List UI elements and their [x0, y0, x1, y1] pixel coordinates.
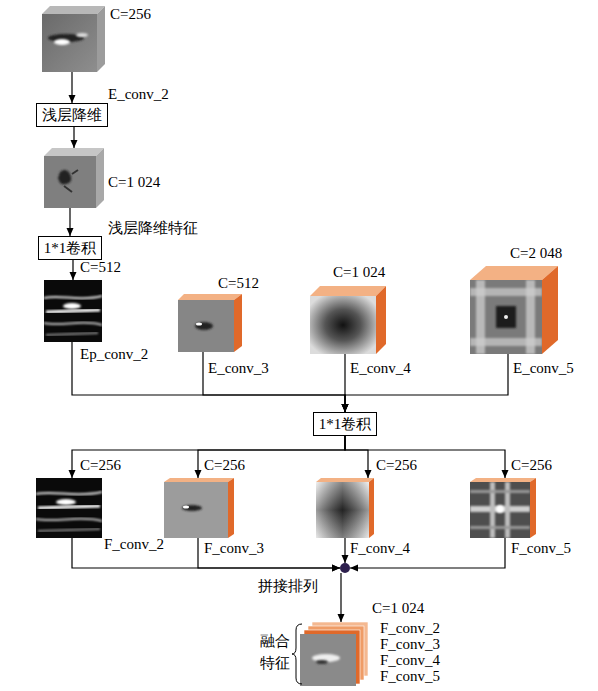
arrow-connector [71, 127, 78, 148]
channel-label: C=256 [110, 6, 151, 22]
arrow-connector [338, 573, 345, 622]
feature-map: C=1 024E_conv_4 [310, 286, 386, 354]
arrow-head [342, 404, 349, 412]
arrow-connector [342, 354, 509, 412]
concat-label: 拼接排列 [258, 578, 318, 594]
arrow-connector [203, 352, 349, 412]
arrow-connector [345, 436, 372, 478]
arrow-head [69, 470, 76, 478]
process-box: 1*1卷积 [313, 412, 378, 436]
feature-cube [316, 478, 374, 538]
channel-label: C=1 024 [372, 600, 424, 616]
fused-stack [300, 622, 368, 686]
feature-cube [310, 286, 386, 354]
arrow-head [69, 95, 76, 103]
box-label: 1*1卷积 [319, 415, 372, 433]
map-label: Ep_conv_2 [80, 346, 148, 362]
arrow-connector [198, 538, 340, 572]
map-label: F_conv_5 [511, 540, 571, 556]
map-label: F_conv_2 [380, 620, 440, 636]
map-label: F_conv_3 [204, 540, 264, 556]
arrow-head [342, 404, 349, 412]
map-label: 浅层降维特征 [108, 220, 198, 236]
feature-cube [164, 478, 234, 538]
map-label: E_conv_5 [513, 360, 574, 376]
channel-label: C=2 048 [510, 245, 562, 261]
bracket [292, 624, 302, 684]
arrow-connector [70, 260, 77, 280]
feature-map: C=256F_conv_2 [36, 478, 102, 538]
feature-map: C=256E_conv_2 [42, 6, 105, 72]
box-label: 1*1卷积 [44, 239, 97, 257]
connector-line [198, 538, 340, 568]
map-label: F_conv_5 [380, 668, 440, 684]
arrow-head [70, 272, 77, 280]
arrow-connector [67, 208, 74, 236]
arrow-head [332, 565, 340, 572]
feature-map: C=256F_conv_5 [470, 478, 536, 538]
fused-feature: C=1 024融合 特征F_conv_2F_conv_3F_conv_4F_co… [300, 622, 368, 686]
feature-map: C=512E_conv_3 [178, 294, 242, 352]
connector-line [350, 538, 505, 568]
gray-cube [44, 148, 104, 208]
box-label: 浅层降维 [42, 106, 102, 124]
arrow-head [342, 555, 349, 563]
channel-label: C=512 [80, 259, 121, 275]
arrow-connector [195, 436, 346, 478]
channel-label: C=256 [511, 457, 552, 473]
arrow-head [67, 228, 74, 236]
channel-label: C=512 [218, 275, 259, 291]
arrow-connector [69, 436, 346, 478]
arrow-head [350, 565, 358, 572]
channel-label: C=256 [376, 457, 417, 473]
channel-label: C=1 024 [108, 174, 160, 190]
arrow-head [338, 614, 345, 622]
map-label: F_conv_3 [380, 636, 440, 652]
group-label: 融合 特征 [260, 630, 292, 674]
connector-line [72, 342, 345, 412]
gray-cube [42, 6, 105, 72]
arrow-head [502, 470, 509, 478]
feature-cube [178, 294, 242, 352]
arrow-head [195, 470, 202, 478]
map-label: E_conv_4 [350, 360, 411, 376]
map-label: F_conv_2 [104, 536, 164, 552]
feature-cube [470, 266, 558, 354]
feature-map: C=1 024浅层降维特征 [44, 148, 104, 208]
feature-map [44, 280, 102, 342]
feature-map: C=512Ep_conv_2 [44, 280, 102, 342]
connector-line [345, 436, 368, 478]
map-label: F_conv_4 [380, 652, 440, 668]
arrow-head [365, 470, 372, 478]
feature-map: C=2 048E_conv_5 [470, 266, 558, 354]
connector-line [345, 354, 508, 412]
connector-line [345, 436, 505, 478]
arrow-head [332, 565, 340, 572]
process-box: 1*1卷积 [38, 236, 103, 260]
arrow-connector [342, 538, 349, 563]
feature-map: C=256F_conv_3 [164, 478, 234, 538]
connector-line [198, 436, 345, 478]
arrow-connector [345, 436, 509, 478]
arrow-head [71, 140, 78, 148]
feature-cube [470, 478, 536, 538]
feature-map: C=256F_conv_4 [316, 478, 374, 538]
process-box: 浅层降维 [36, 103, 108, 127]
feature-map [36, 478, 102, 538]
arrow-connector [69, 72, 76, 103]
concat-dot: 拼接排列 [340, 563, 350, 573]
arrow-head [342, 404, 349, 412]
arrow-head [342, 404, 349, 412]
map-label: E_conv_2 [108, 86, 169, 102]
arrow-connector [72, 342, 349, 412]
channel-label: C=256 [204, 457, 245, 473]
connector-line [203, 352, 345, 412]
arrow-connector [350, 538, 505, 572]
connector-line [72, 436, 345, 478]
channel-label: C=256 [80, 457, 121, 473]
channel-label: C=1 024 [333, 264, 385, 280]
map-label: E_conv_3 [208, 360, 269, 376]
map-label: F_conv_4 [350, 540, 410, 556]
